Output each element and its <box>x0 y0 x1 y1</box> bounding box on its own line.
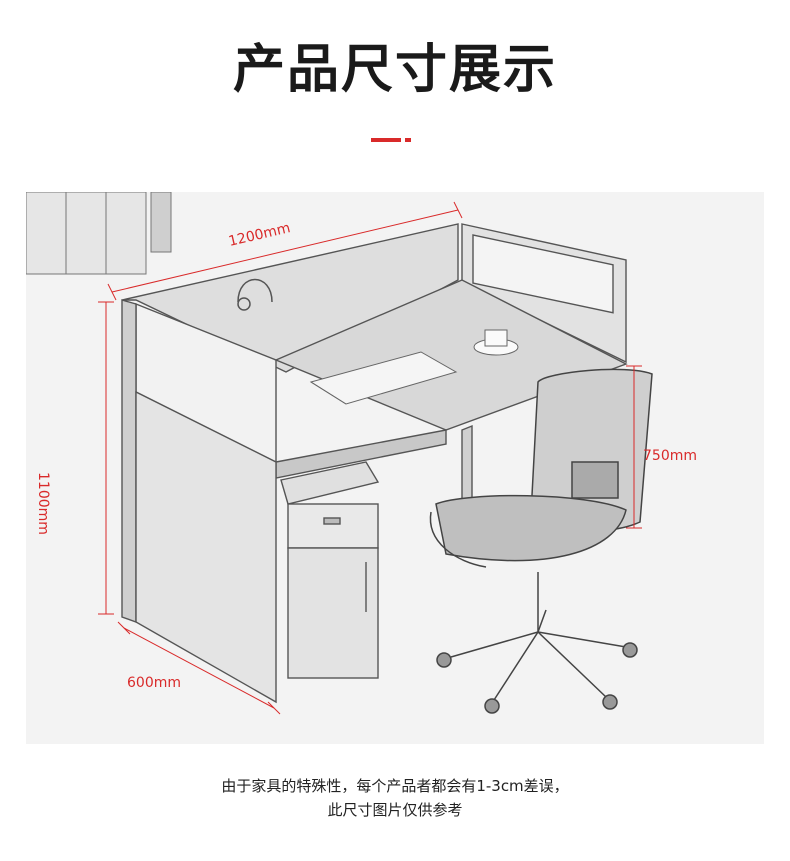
desk-height-dimension-label: 750mm <box>643 448 697 464</box>
dimension-lines <box>98 201 642 715</box>
height-dimension-label: 1100mm <box>35 472 51 535</box>
coffee-cup <box>473 329 519 356</box>
depth-dimension-label: 600mm <box>127 675 181 691</box>
product-sketch: 1200mm 1100mm 600mm 750mm <box>26 192 764 744</box>
background-cabinet <box>26 192 172 275</box>
headphones <box>237 278 273 311</box>
desk-drawing <box>26 192 653 715</box>
disclaimer-line-2: 此尺寸图片仅供参考 <box>327 801 463 819</box>
underline-bar-long <box>371 138 401 142</box>
disclaimer-line-1: 由于家具的特殊性，每个产品者都会有1-3cm差误， <box>221 777 569 795</box>
laptop <box>309 351 458 405</box>
underline-bar-short <box>405 138 411 142</box>
page-title: 产品尺寸展示 <box>232 40 557 100</box>
office-chair <box>429 368 653 714</box>
title-underline <box>371 138 417 142</box>
